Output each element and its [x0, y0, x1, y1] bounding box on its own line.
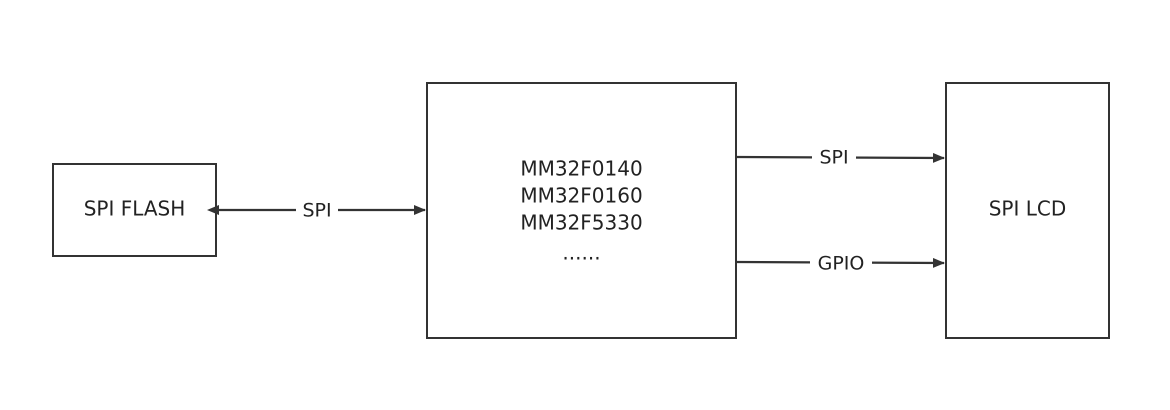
spi-lcd-box: [945, 82, 1110, 339]
mcu-line-3: MM32F5330: [520, 211, 642, 235]
edge-mcu-lcd-gpio-label-bg: [810, 251, 872, 275]
mcu-node: MM32F0140 MM32F0160 MM32F5330 ......: [426, 82, 737, 339]
edge-flash-mcu: SPI: [207, 198, 426, 222]
mcu-box: [426, 82, 737, 339]
edge-mcu-lcd-gpio: GPIO: [736, 251, 945, 275]
edge-mcu-lcd-spi-label: SPI: [819, 147, 848, 169]
edge-mcu-lcd-spi-label-bg: [812, 146, 856, 170]
edge-mcu-lcd-spi: SPI: [736, 146, 945, 170]
mcu-line-2: MM32F0160: [520, 184, 642, 208]
spi-lcd-node: SPI LCD: [945, 82, 1110, 339]
mcu-line-1: MM32F0140: [520, 157, 642, 181]
spi-lcd-label: SPI LCD: [989, 197, 1067, 221]
edge-mcu-lcd-gpio-label: GPIO: [818, 253, 865, 275]
spi-flash-box: [52, 163, 217, 257]
edge-flash-mcu-label: SPI: [302, 200, 331, 222]
spi-flash-node: SPI FLASH: [52, 163, 217, 257]
spi-flash-label: SPI FLASH: [84, 197, 186, 221]
mcu-line-4: ......: [562, 241, 600, 265]
edge-flash-mcu-label-bg: [296, 198, 338, 222]
